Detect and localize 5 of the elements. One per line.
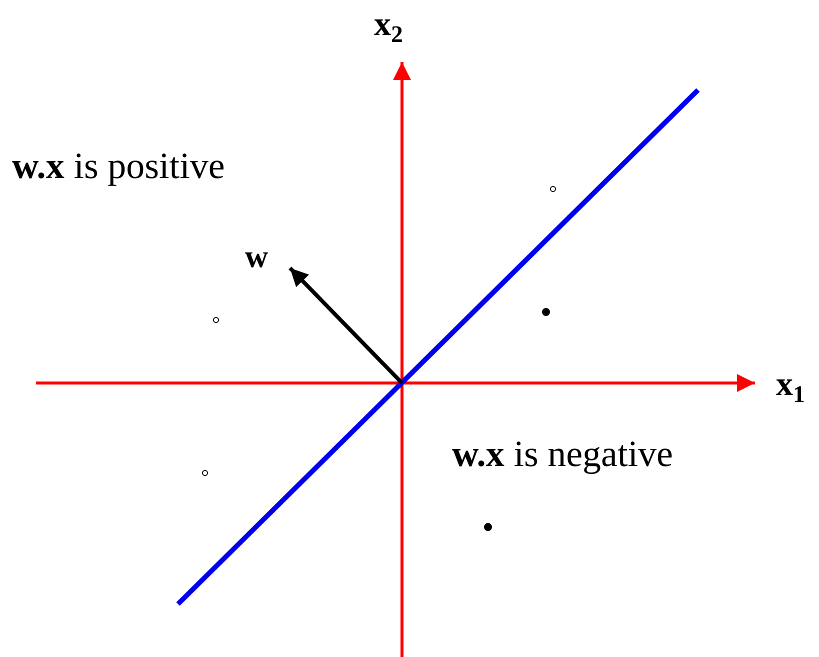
region-label: w.x is negative — [452, 436, 673, 473]
axis-label: x$_{2}$ — [374, 8, 403, 42]
region-label: w.x is positive — [12, 148, 225, 185]
vector-label: w — [245, 240, 268, 272]
axis-label: x$_{1}$ — [776, 368, 805, 402]
